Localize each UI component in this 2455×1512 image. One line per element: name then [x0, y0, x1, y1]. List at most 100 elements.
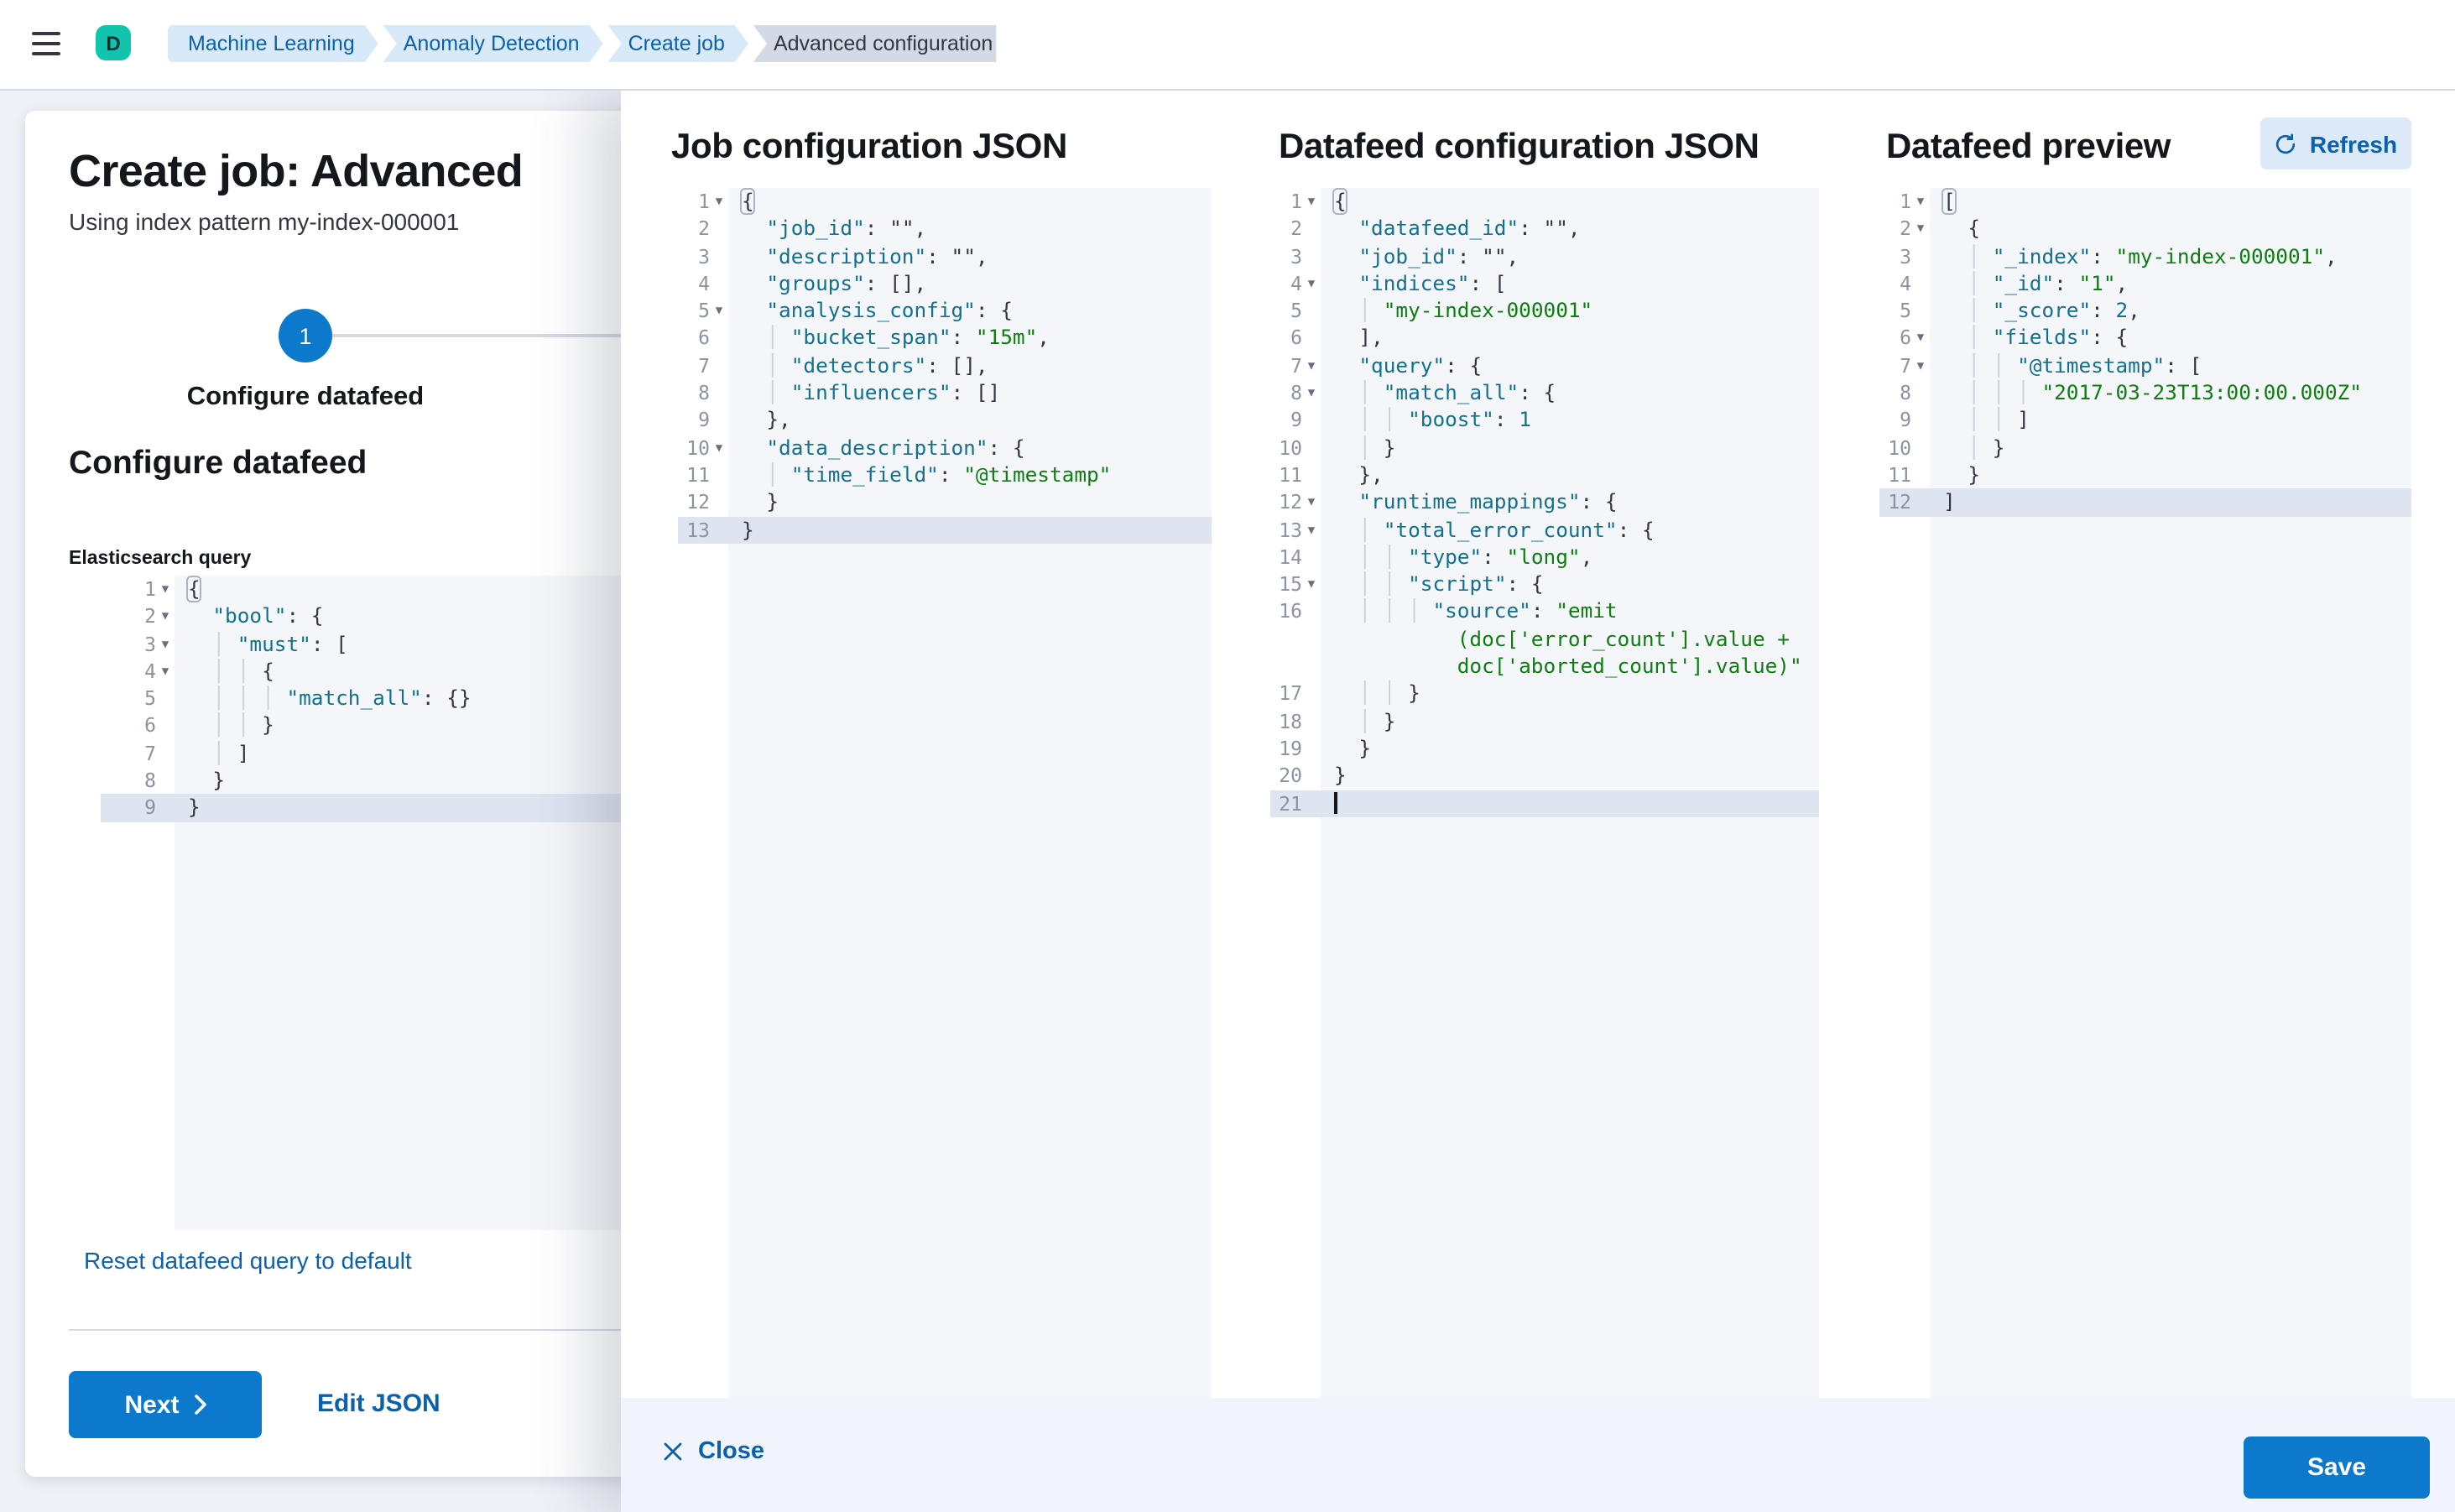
save-button[interactable]: Save [2244, 1436, 2430, 1499]
editor-row: 8 │ │ │ "2017-03-23T13:00:00.000Z" [1879, 379, 2411, 407]
step-1-indicator[interactable]: 1 [279, 309, 332, 362]
editor-row: 2 "datafeed_id": "", [1270, 216, 1819, 243]
editor-row: 5▼ "analysis_config": { [678, 297, 1212, 325]
line-number: 6 [698, 326, 710, 350]
line-number: 7 [1290, 353, 1302, 378]
close-button-label: Close [698, 1438, 764, 1465]
fold-toggle-icon[interactable]: ▼ [1307, 276, 1316, 290]
breadcrumb-item-create-job[interactable]: Create job [608, 25, 748, 62]
wizard-card: Create job: Advanced Using index pattern… [25, 111, 668, 1477]
editor-row: 6 │ │ } [101, 712, 665, 740]
section-heading: Configure datafeed [69, 445, 367, 482]
fold-toggle-icon[interactable]: ▼ [161, 664, 169, 678]
elasticsearch-query-editor[interactable]: 1▼{2▼ "bool": {3▼ │ "must": [4▼ │ │ {5 │… [101, 576, 665, 1230]
refresh-button[interactable]: Refresh [2260, 117, 2411, 169]
fold-toggle-icon[interactable]: ▼ [715, 304, 723, 318]
line-number: 11 [1888, 462, 1911, 487]
step-progress-line [332, 334, 668, 337]
fold-toggle-icon[interactable]: ▼ [1307, 495, 1316, 509]
editor-row: 12 } [678, 489, 1212, 517]
fold-toggle-icon[interactable]: ▼ [1307, 386, 1316, 400]
line-number: 8 [698, 381, 710, 405]
editor-row: 20} [1270, 762, 1819, 790]
editor-row: 8 │ "influencers": [] [678, 379, 1212, 407]
edit-json-link[interactable]: Edit JSON [317, 1389, 440, 1418]
editor-row: doc['aborted_count'].value)" [1334, 654, 1802, 679]
editor-row: 10 │ } [1879, 434, 2411, 461]
line-number: 1 [1290, 190, 1302, 213]
fold-toggle-icon[interactable]: ▼ [1916, 358, 1925, 373]
line-number: 19 [1279, 736, 1302, 760]
fold-toggle-icon[interactable]: ▼ [1307, 577, 1316, 592]
editor-row: 7▼ "query": { [1270, 352, 1819, 380]
space-avatar[interactable]: D [96, 25, 131, 60]
editor-row: 11 }, [1270, 461, 1819, 489]
reset-datafeed-query-link[interactable]: Reset datafeed query to default [84, 1247, 412, 1274]
line-number: 13 [1279, 518, 1302, 542]
datafeed-config-editor[interactable]: 1▼{2 "datafeed_id": "",3 "job_id": "",4▼… [1270, 188, 1819, 1398]
editor-row: 13} [678, 516, 1212, 544]
editor-row: 5 │ │ │ "match_all": {} [101, 685, 665, 712]
divider [69, 1329, 639, 1331]
breadcrumb-item-advanced-configuration: Advanced configuration [753, 25, 1009, 62]
line-number: 9 [1900, 408, 1911, 432]
fold-toggle-icon[interactable]: ▼ [161, 609, 169, 623]
editor-row: 16 │ │ │ "source": "emit [1270, 598, 1819, 626]
line-number: 21 [1279, 791, 1302, 816]
fold-toggle-icon[interactable]: ▼ [161, 582, 169, 596]
page-title: Create job: Advanced [69, 146, 524, 196]
line-number: 16 [1279, 599, 1302, 623]
editor-row: 9} [101, 794, 665, 822]
fold-toggle-icon[interactable]: ▼ [1307, 358, 1316, 373]
editor-row: 12] [1879, 488, 2411, 517]
line-number: 17 [1279, 681, 1302, 706]
editor-row: 3 "description": "", [678, 242, 1212, 270]
line-number: 5 [1290, 299, 1302, 323]
fold-toggle-icon[interactable]: ▼ [1307, 195, 1316, 208]
datafeed-config-title: Datafeed configuration JSON [1279, 128, 1759, 166]
line-number: 3 [698, 244, 710, 269]
editor-row: 7 │ ] [101, 740, 665, 768]
editor-row: 1▼{ [1270, 188, 1819, 216]
step-1-label: Configure datafeed [186, 383, 425, 411]
editor-row: 4▼ │ │ { [101, 658, 665, 686]
editor-row: 13▼ │ "total_error_count": { [1270, 516, 1819, 544]
fold-toggle-icon[interactable]: ▼ [1916, 222, 1925, 236]
line-number: 9 [698, 408, 710, 432]
editor-row: 1▼{ [678, 188, 1212, 216]
line-number: 11 [686, 462, 710, 487]
line-number: 2 [1900, 216, 1911, 241]
fold-toggle-icon[interactable]: ▼ [1916, 331, 1925, 345]
datafeed-preview-editor[interactable]: 1▼[2▼ {3 │ "_index": "my-index-000001",4… [1879, 188, 2411, 1398]
editor-row: 14 │ │ "type": "long", [1270, 544, 1819, 571]
line-number: 4 [144, 659, 156, 683]
fold-toggle-icon[interactable]: ▼ [1307, 523, 1316, 537]
line-number: 18 [1279, 709, 1302, 733]
refresh-icon [2276, 133, 2296, 154]
editor-row: 15▼ │ │ "script": { [1270, 571, 1819, 598]
close-button[interactable]: Close [663, 1438, 764, 1465]
editor-row: 6 ], [1270, 325, 1819, 352]
line-number: 8 [1900, 381, 1911, 405]
line-number: 12 [686, 490, 710, 514]
editor-row: 9 }, [678, 407, 1212, 435]
fold-toggle-icon[interactable]: ▼ [715, 441, 723, 455]
menu-icon[interactable] [32, 32, 60, 55]
line-number: 1 [1900, 190, 1911, 213]
line-number: 11 [1279, 462, 1302, 487]
fold-toggle-icon[interactable]: ▼ [1916, 195, 1925, 208]
line-number: 4 [698, 271, 710, 295]
breadcrumb-item-anomaly-detection[interactable]: Anomaly Detection [383, 25, 603, 62]
line-number: 10 [1279, 435, 1302, 460]
text-cursor [1334, 791, 1337, 814]
editor-row: 2▼ { [1879, 216, 2411, 243]
job-config-editor[interactable]: 1▼{2 "job_id": "",3 "description": "",4 … [678, 188, 1212, 1398]
line-number: 5 [698, 299, 710, 323]
fold-toggle-icon[interactable]: ▼ [161, 637, 169, 651]
es-query-label: Elasticsearch query [69, 549, 252, 569]
line-number: 2 [144, 604, 156, 628]
fold-toggle-icon[interactable]: ▼ [715, 195, 723, 208]
next-button[interactable]: Next [69, 1371, 262, 1438]
breadcrumb-item-machine-learning[interactable]: Machine Learning [168, 25, 378, 62]
